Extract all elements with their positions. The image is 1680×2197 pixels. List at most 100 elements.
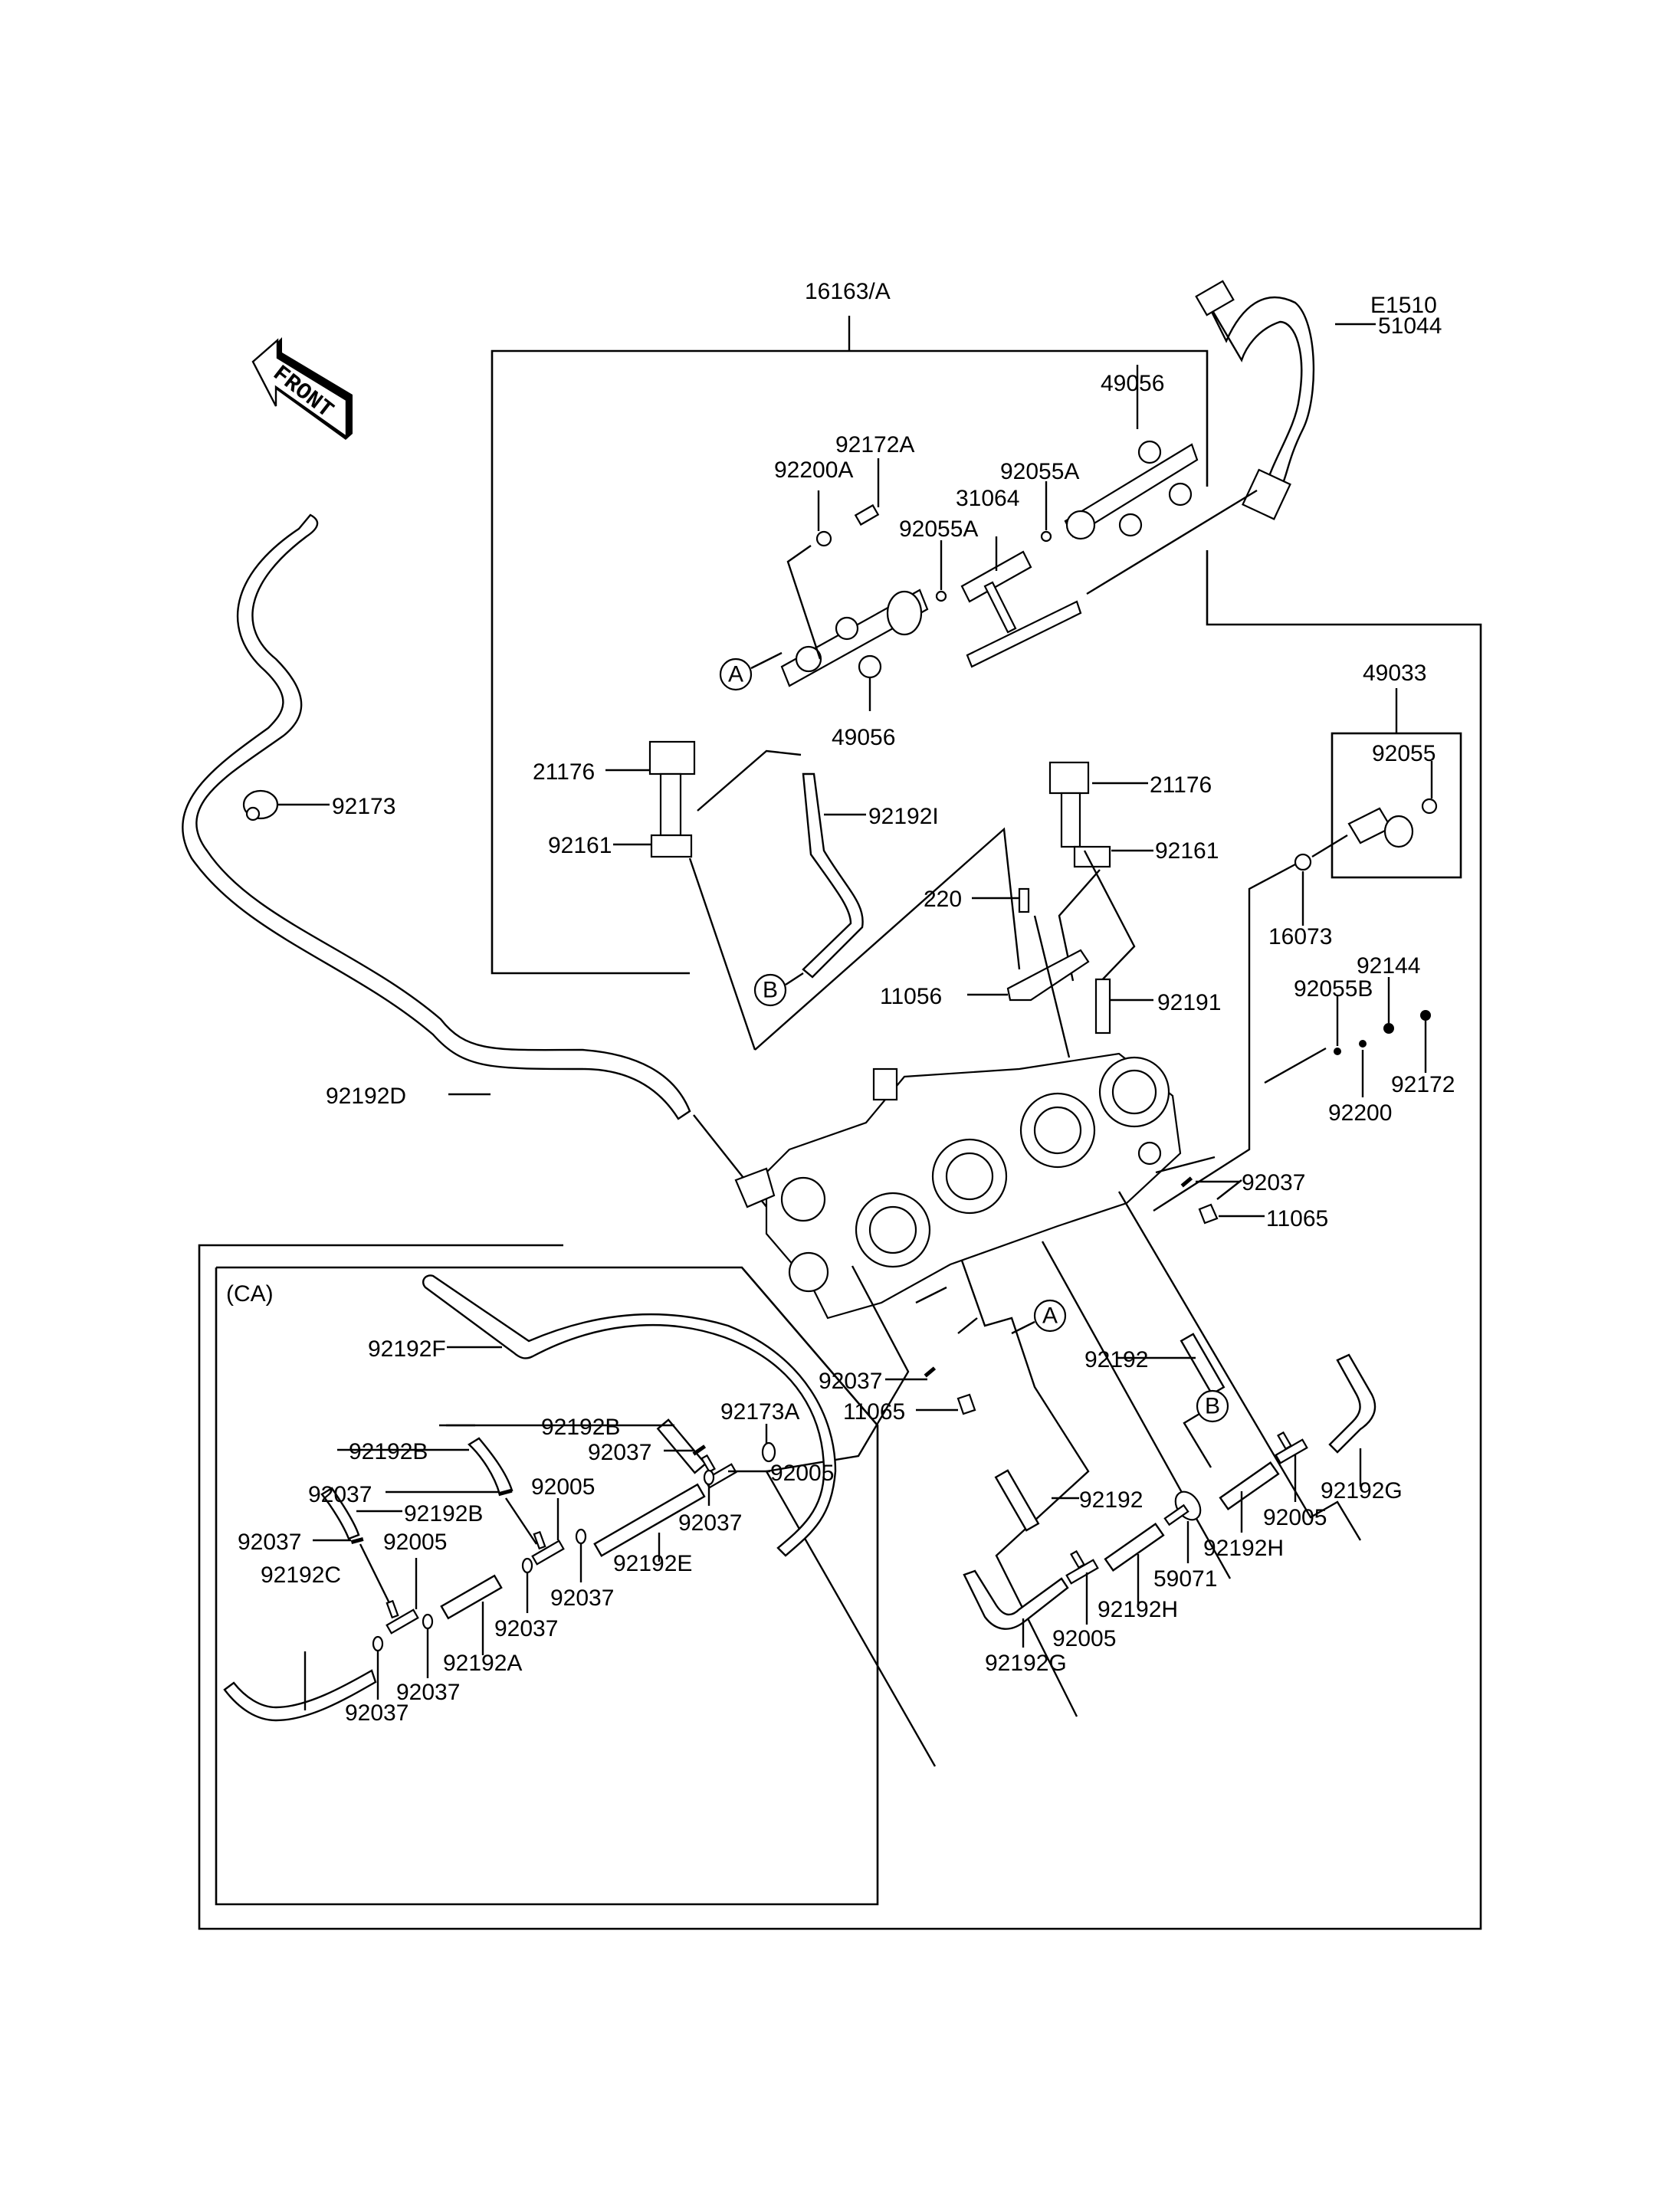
tee-92005-mid	[1065, 1549, 1099, 1585]
clip-92037-c2	[497, 1488, 513, 1497]
sensor-49033	[1153, 761, 1438, 1212]
oring-92037-c5	[521, 1557, 533, 1574]
label-92192-bottom: 92192	[1079, 1487, 1143, 1513]
injector-right	[1048, 761, 1153, 985]
label-92055B: 92055B	[1294, 976, 1373, 1002]
oring-92037-c3	[703, 1469, 715, 1486]
label-21176-right: 21176	[1150, 772, 1212, 798]
frame-16163A	[198, 316, 1482, 1930]
callout-a-top: A	[719, 651, 783, 691]
label-92192B-1: 92192B	[541, 1415, 620, 1440]
bracket-11056	[1006, 949, 1090, 1002]
oring-92037-c8	[372, 1635, 384, 1652]
oring-92055A-right	[1040, 530, 1052, 543]
screw-92172	[1420, 1010, 1431, 1021]
label-92037-c1: 92037	[588, 1440, 651, 1465]
hose-92191	[1094, 978, 1111, 1035]
fuel-rail-right	[1064, 365, 1199, 540]
hose-92192H-left	[1104, 1523, 1165, 1572]
label-92037-c3: 92037	[678, 1510, 742, 1536]
label-11056: 11056	[880, 984, 942, 1009]
label-92192H-right: 92192H	[1203, 1536, 1284, 1561]
svg-text:A: A	[728, 662, 743, 687]
label-92005-right: 92005	[1263, 1505, 1327, 1530]
hose-92192-bottom	[994, 1469, 1040, 1532]
clip-92037-mid	[924, 1366, 937, 1378]
label-92192E: 92192E	[613, 1551, 692, 1576]
label-92200: 92200	[1328, 1100, 1392, 1126]
label-92192G-left: 92192G	[985, 1651, 1067, 1676]
hose-92192G-left	[963, 1569, 1069, 1630]
label-16073: 16073	[1268, 924, 1332, 949]
throttle-body	[734, 1052, 1182, 1320]
label-92037-c8: 92037	[345, 1700, 409, 1726]
cap-11065-mid	[956, 1393, 976, 1415]
callout-b-bottom: B	[1183, 1389, 1229, 1468]
callout-a-bottom: A	[1011, 1299, 1067, 1335]
label-92192F: 92192F	[368, 1336, 446, 1362]
label-92173A: 92173A	[720, 1399, 799, 1425]
tee-92005-c2	[531, 1530, 565, 1566]
diagram-code: E1510	[1370, 293, 1437, 318]
hose-92192B-1	[656, 1418, 707, 1474]
label-92005-c3: 92005	[383, 1530, 447, 1555]
label-92037-c4: 92037	[238, 1530, 301, 1555]
label-92144: 92144	[1357, 953, 1420, 979]
screw-220	[1018, 887, 1030, 913]
label-92192G-right: 92192G	[1321, 1478, 1403, 1503]
label-92161-right: 92161	[1155, 838, 1219, 864]
label-92200A: 92200A	[774, 457, 853, 483]
label-59071: 59071	[1153, 1566, 1217, 1592]
label-11065-right: 11065	[1266, 1206, 1328, 1231]
hose-92192I	[802, 772, 864, 979]
washer-92200A	[815, 530, 832, 547]
hose-92192A	[440, 1574, 503, 1620]
fuel-pipe-31064	[960, 489, 1258, 668]
label-92172A: 92172A	[835, 432, 914, 457]
fuel-hose-51044	[1195, 280, 1376, 520]
callout-b-top: B	[753, 972, 804, 1007]
cap-11065-right	[1198, 1203, 1219, 1225]
hose-92192C	[223, 1669, 377, 1722]
washer-92200	[1359, 1040, 1367, 1048]
front-arrow-icon: FRONT	[251, 337, 353, 440]
label-16163A: 16163/A	[805, 279, 891, 304]
tee-92005-c3	[386, 1599, 419, 1635]
label-92192H-left: 92192H	[1098, 1597, 1178, 1622]
tee-92005-right	[1275, 1431, 1308, 1464]
hose-92192D	[182, 513, 691, 1120]
cap-92144	[1383, 1023, 1394, 1034]
clip-92037-c4	[350, 1536, 364, 1544]
label-51044: 51044	[1378, 313, 1442, 339]
oring-92055B	[1334, 1048, 1341, 1055]
label-92055A-right: 92055A	[1000, 459, 1079, 484]
label-92172: 92172	[1391, 1072, 1455, 1097]
label-92192-top: 92192	[1084, 1347, 1148, 1372]
vacuum-leaders	[765, 1156, 1362, 1767]
hose-92192B-3	[320, 1487, 360, 1540]
label-92192B-2: 92192B	[349, 1439, 428, 1464]
hose-92192H-right	[1219, 1461, 1280, 1510]
label-92037-right: 92037	[1242, 1170, 1305, 1195]
label-92191: 92191	[1157, 990, 1221, 1015]
hose-92192F	[422, 1274, 837, 1557]
label-92005-c1: 92005	[770, 1461, 834, 1486]
label-11065-mid: 11065	[843, 1399, 905, 1425]
label-92037-c7: 92037	[396, 1680, 460, 1705]
oring-92037-c7	[422, 1613, 434, 1630]
label-92037-c6: 92037	[550, 1585, 614, 1611]
label-31064: 31064	[956, 486, 1019, 511]
ca-box-label: (CA)	[226, 1281, 274, 1307]
label-92161-left: 92161	[548, 833, 612, 858]
label-92037-c2: 92037	[308, 1482, 372, 1507]
label-49056-bottom: 49056	[832, 725, 895, 750]
label-92055A-left: 92055A	[899, 516, 978, 542]
label-49056-top: 49056	[1101, 371, 1164, 396]
label-92192A: 92192A	[443, 1651, 522, 1676]
label-92192D: 92192D	[326, 1084, 406, 1109]
svg-text:B: B	[763, 978, 778, 1003]
label-49033: 49033	[1363, 661, 1426, 686]
label-92192B-3: 92192B	[404, 1501, 483, 1526]
label-92005-mid: 92005	[1052, 1626, 1116, 1651]
